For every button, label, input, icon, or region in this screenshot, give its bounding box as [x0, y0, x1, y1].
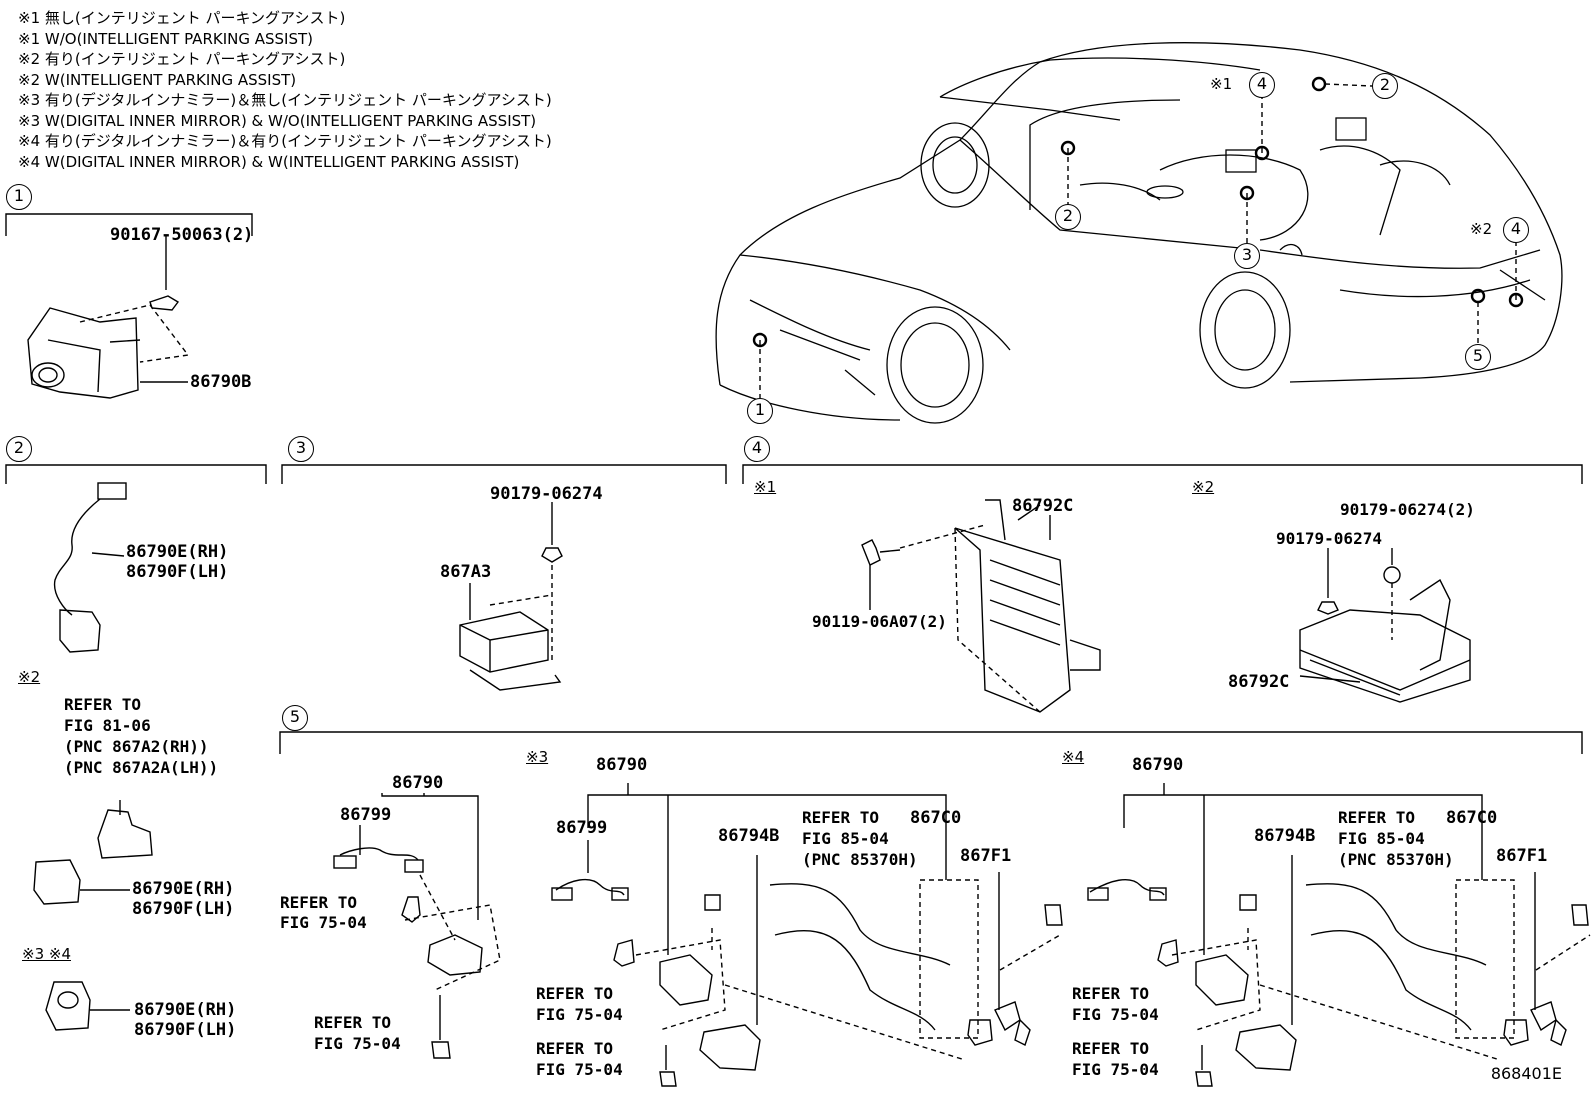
part-86790F-LH-3: 86790F(LH)	[134, 1020, 237, 1040]
part-86792C-b: 86792C	[1228, 672, 1290, 692]
option-legend: ※1 無し(インテリジェント パーキングアシスト) ※1 W/O(INTELLI…	[18, 8, 552, 172]
part-86790E-RH: 86790E(RH)	[126, 542, 229, 562]
vehicle-location-markers	[752, 76, 1524, 348]
vehicle-note-1: ※1	[1210, 75, 1233, 93]
part-86790F-LH-2: 86790F(LH)	[132, 899, 235, 919]
part-86799-g3: 86799	[556, 818, 608, 838]
refer-fig-75-04: FIG 75-04	[1072, 1005, 1159, 1024]
part-86794B-g4: 86794B	[1254, 826, 1316, 846]
refer-to-label: REFER TO	[536, 1039, 614, 1058]
refer-fig-75-04: FIG 75-04	[280, 913, 367, 932]
vehicle-note-2: ※2	[1470, 220, 1493, 238]
vehicle-callout-4-front: 4	[1249, 72, 1275, 98]
part-867A3: 867A3	[440, 562, 492, 582]
section5-group4-art	[1087, 783, 1591, 1087]
pnc-85370H: (PNC 85370H)	[802, 850, 918, 869]
vehicle-callout-3: 3	[1234, 243, 1260, 269]
refer-to-label: REFER TO	[280, 893, 358, 912]
refer-fig-85-04: FIG 85-04	[802, 829, 889, 848]
section-4-note-2: ※2	[1192, 478, 1215, 496]
vehicle-callout-2-rear: 2	[1372, 73, 1398, 99]
refer-fig-85-04: FIG 85-04	[1338, 829, 1425, 848]
legend-line: ※2 W(INTELLIGENT PARKING ASSIST)	[18, 70, 297, 89]
pnc-867A2-RH: (PNC 867A2(RH))	[64, 737, 209, 756]
vehicle-callout-2-front: 2	[1055, 204, 1081, 230]
part-90119-06A07: 90119-06A07(2)	[812, 612, 947, 631]
part-867F1-g4: 867F1	[1496, 846, 1548, 866]
legend-line: ※3 有り(デジタルインナミラー)＆無し(インテリジェント パーキングアシスト)	[18, 91, 552, 109]
section-4-number: 4	[744, 436, 770, 462]
section1-camera-art	[27, 236, 190, 399]
section-1-number: 1	[6, 184, 32, 210]
vehicle-callout-lines	[759, 83, 1517, 398]
refer-to-label: REFER TO	[1072, 984, 1150, 1003]
refer-fig-75-04: FIG 75-04	[536, 1005, 623, 1024]
section5-group1-art	[333, 793, 501, 1059]
section-2-note-2: ※2	[18, 668, 41, 686]
part-86792C-a: 86792C	[1012, 496, 1074, 516]
part-86794B-g3: 86794B	[718, 826, 780, 846]
refer-to-label: REFER TO	[1338, 808, 1416, 827]
legend-line: ※1 無し(インテリジェント パーキングアシスト)	[18, 9, 346, 27]
vehicle-callout-4-rear: 4	[1503, 217, 1529, 243]
section5-group3-art	[551, 783, 1063, 1087]
legend-line: ※4 有り(デジタルインナミラー)＆有り(インテリジェント パーキングアシスト)	[18, 132, 552, 150]
vehicle-callout-1: 1	[747, 398, 773, 424]
refer-to-label: REFER TO	[536, 984, 614, 1003]
section-brackets	[5, 213, 1583, 754]
part-86790E-RH-2: 86790E(RH)	[132, 879, 235, 899]
section-2-number: 2	[6, 436, 32, 462]
vehicle-callout-5: 5	[1465, 344, 1491, 370]
section-5-note-4: ※4	[1062, 748, 1085, 766]
part-86790F-LH: 86790F(LH)	[126, 562, 229, 582]
part-90167-50063: 90167-50063(2)	[110, 225, 254, 245]
refer-fig-75-04: FIG 75-04	[1072, 1060, 1159, 1079]
refer-fig-75-04: FIG 75-04	[314, 1034, 401, 1053]
legend-line: ※3 W(DIGITAL INNER MIRROR) & W/O(INTELLI…	[18, 111, 537, 130]
part-86790-g1: 86790	[392, 773, 444, 793]
part-86799-g1: 86799	[340, 805, 392, 825]
part-867F1-g3: 867F1	[960, 846, 1012, 866]
refer-fig-75-04: FIG 75-04	[536, 1060, 623, 1079]
pnc-867A2A-LH: (PNC 867A2A(LH))	[64, 758, 219, 777]
legend-line: ※4 W(DIGITAL INNER MIRROR) & W(INTELLIGE…	[18, 152, 520, 171]
refer-fig-81-06: FIG 81-06	[64, 716, 151, 735]
section3-module-art	[459, 502, 563, 691]
refer-to-label: REFER TO	[64, 695, 142, 714]
section-5-note-3: ※3	[526, 748, 549, 766]
part-86790-g3: 86790	[596, 755, 648, 775]
section4-ecu-art	[861, 499, 1471, 713]
section-2-note-3-4: ※3 ※4	[22, 945, 71, 963]
refer-to-label: REFER TO	[802, 808, 880, 827]
part-867C0-g4: 867C0	[1446, 808, 1498, 828]
section-5-number: 5	[282, 705, 308, 731]
part-90179-06274: 90179-06274	[490, 484, 603, 504]
part-90179-06274-b: 90179-06274	[1276, 529, 1382, 548]
section-4-note-1: ※1	[754, 478, 777, 496]
legend-line: ※1 W/O(INTELLIGENT PARKING ASSIST)	[18, 29, 314, 48]
pnc-85370H: (PNC 85370H)	[1338, 850, 1454, 869]
diagram-code: 868401E	[1490, 1064, 1562, 1083]
refer-to-label: REFER TO	[314, 1013, 392, 1032]
legend-line: ※2 有り(インテリジェント パーキングアシスト)	[18, 50, 346, 68]
section2-camera-art	[33, 482, 153, 1031]
part-867C0-g3: 867C0	[910, 808, 962, 828]
part-86790E-RH-3: 86790E(RH)	[134, 1000, 237, 1020]
part-86790-g4: 86790	[1132, 755, 1184, 775]
part-90179-06274-2: 90179-06274(2)	[1340, 500, 1475, 519]
refer-to-label: REFER TO	[1072, 1039, 1150, 1058]
section-3-number: 3	[288, 436, 314, 462]
part-86790B: 86790B	[190, 372, 252, 392]
vehicle-illustration	[715, 42, 1563, 424]
